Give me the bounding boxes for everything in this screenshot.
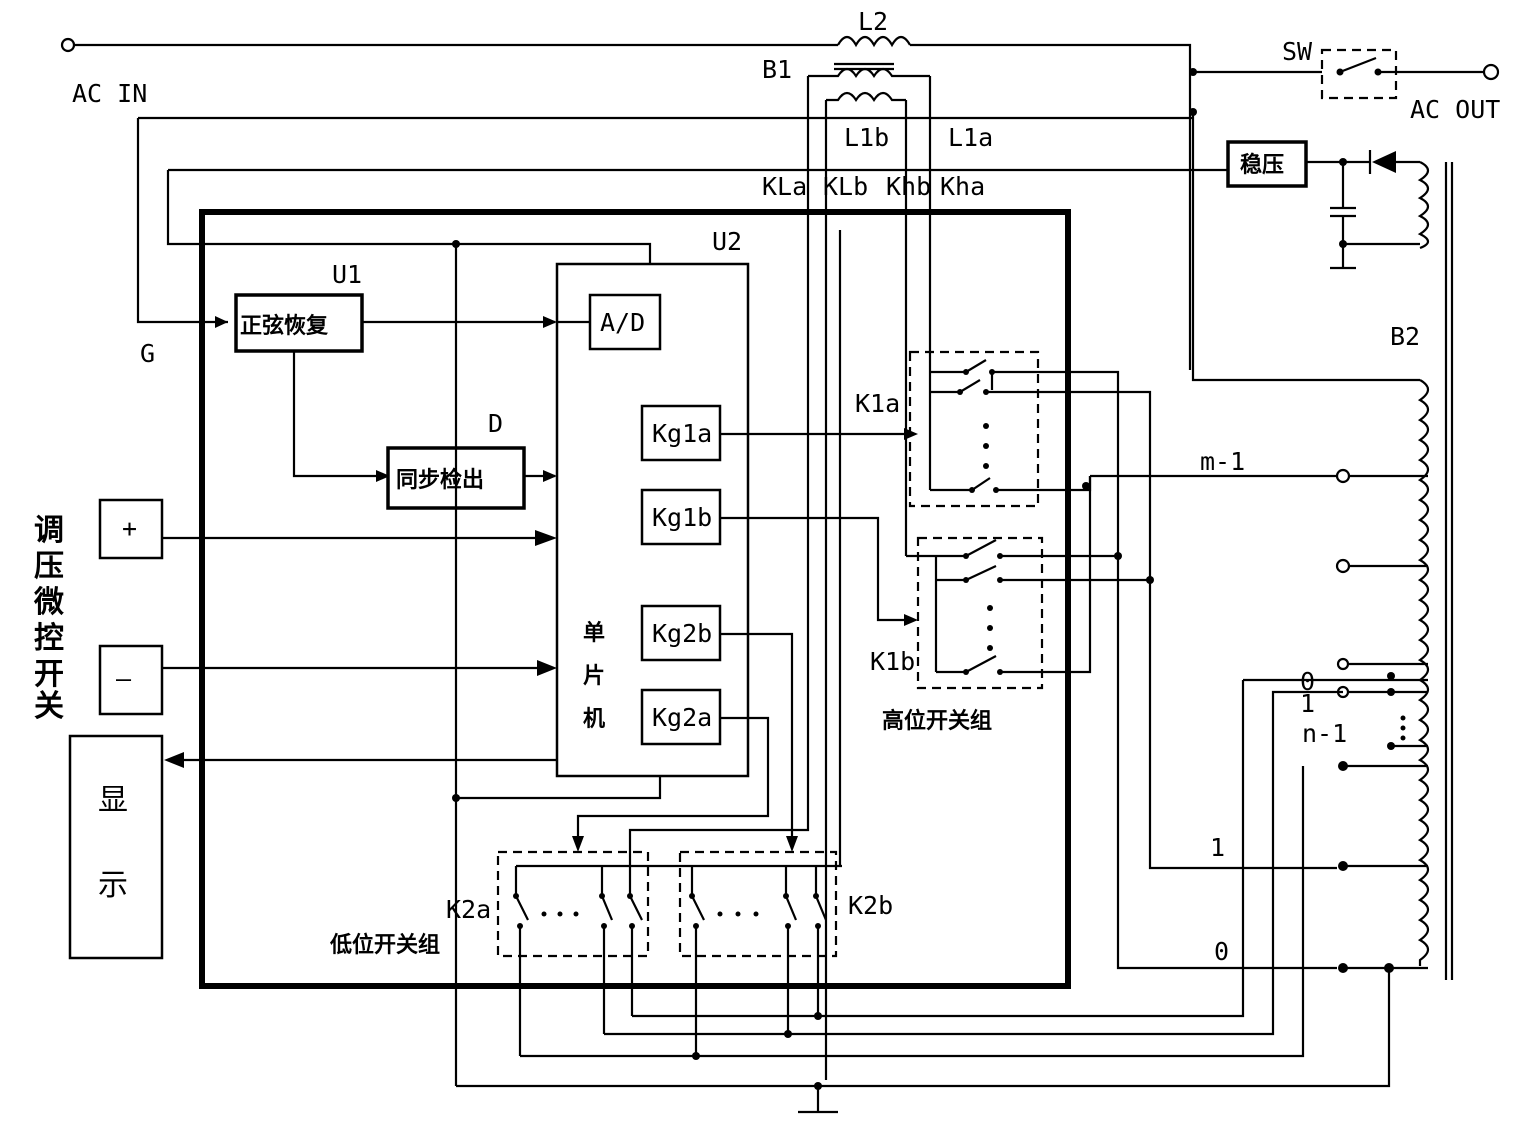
label-l2: L2 [858, 7, 888, 36]
label-ac-out: AC OUT [1410, 95, 1500, 124]
minus-button[interactable] [98, 644, 164, 716]
svg-text:控: 控 [34, 621, 64, 656]
label-m-minus-1: m-1 [1200, 447, 1245, 476]
label-k1b: K1b [870, 647, 915, 676]
label-d: D [488, 409, 503, 438]
label-sw: SW [1282, 37, 1313, 66]
label-low-switch-group: 低位开关组 [329, 932, 440, 958]
sine-restore-block [234, 293, 364, 353]
minus-button-label: — [116, 664, 132, 693]
display-block [68, 734, 164, 960]
kg1b-label: Kg1b [652, 503, 712, 532]
sw-dashed-box [1320, 48, 1398, 100]
ground-symbol [798, 1086, 838, 1114]
svg-text:开: 开 [34, 657, 64, 692]
capacitor [1330, 162, 1356, 270]
k1a-dashed-box [908, 350, 1040, 508]
label-l1b: L1b [844, 123, 889, 152]
k2b-switch-2 [784, 866, 798, 1034]
b2-main-winding [1417, 379, 1430, 966]
k1a-switch-3 [930, 477, 991, 492]
label-kla: KLa [762, 172, 807, 201]
label-kha: Kha [940, 172, 985, 201]
label-n-minus-1: n-1 [1302, 719, 1347, 748]
mcu-label-1: 单 [583, 620, 605, 646]
label-tap-1-lower: 1 [1210, 833, 1225, 862]
label-b2: B2 [1390, 322, 1420, 351]
svg-text:关: 关 [34, 689, 64, 724]
k2a-switch-2 [600, 866, 614, 1034]
plus-button[interactable] [98, 498, 164, 560]
kg1a-label: Kg1a [652, 419, 712, 448]
k2b-dashed-box [678, 850, 838, 958]
b2-aux-winding [1417, 161, 1430, 250]
switch-sw [1339, 56, 1484, 74]
b1-winding-1 [808, 67, 930, 79]
label-k2b: K2b [848, 891, 893, 920]
diode [1372, 151, 1396, 173]
controller-frame [199, 209, 1071, 989]
ac-in-terminal-1 [60, 37, 76, 53]
label-g: G [140, 339, 155, 368]
b1-winding-2 [826, 91, 906, 103]
fine-tune-switch-label: 调 压 微 控 开 关 [33, 513, 64, 724]
mcu-label-2: 片 [583, 663, 605, 689]
k1b-dashed-box [916, 536, 1044, 690]
sync-detect-label: 同步检出 [396, 467, 484, 493]
k2a-switch-3 [628, 866, 643, 1016]
svg-text:微: 微 [33, 585, 64, 620]
ad-label: A/D [600, 308, 645, 337]
kg2a-label: Kg2a [652, 703, 712, 732]
display-label-1: 显 [98, 783, 128, 818]
ac-out-terminal [1482, 63, 1500, 81]
kg2b-label: Kg2b [652, 619, 712, 648]
regulator-block [1226, 140, 1308, 188]
label-u2: U2 [712, 227, 742, 256]
svg-text:调: 调 [34, 513, 64, 548]
b2-core [1444, 162, 1454, 980]
label-k2a: K2a [446, 895, 491, 924]
label-k1a: K1a [855, 389, 900, 418]
label-klb: KLb [823, 172, 868, 201]
label-l1a: L1a [948, 123, 993, 152]
kg1a-block [640, 404, 722, 462]
display-label-2: 示 [98, 868, 128, 903]
ad-block [588, 293, 662, 351]
label-tap-0-lower: 0 [1214, 937, 1229, 966]
k2b-switch-3 [814, 866, 828, 1016]
label-tap-0-upper: 0 [1300, 667, 1315, 696]
label-tap-1-upper: 1 [1300, 689, 1315, 718]
k1a-switch-2 [930, 379, 981, 394]
svg-text:压: 压 [34, 549, 64, 584]
k2a-dashed-box [496, 850, 650, 958]
label-high-switch-group: 高位开关组 [882, 708, 992, 734]
kg2b-block [640, 604, 722, 662]
mcu-label-3: 机 [583, 706, 605, 732]
k1a-switch-1 [930, 359, 994, 390]
label-u1: U1 [332, 260, 362, 289]
plus-button-label: + [122, 514, 137, 543]
regulator-label: 稳压 [1240, 152, 1284, 178]
label-b1: B1 [762, 55, 792, 84]
label-ac-in: AC IN [72, 79, 147, 108]
inductor-l2 [837, 35, 911, 48]
sine-restore-label: 正弦恢复 [240, 313, 329, 339]
label-khb: Khb [886, 172, 931, 201]
